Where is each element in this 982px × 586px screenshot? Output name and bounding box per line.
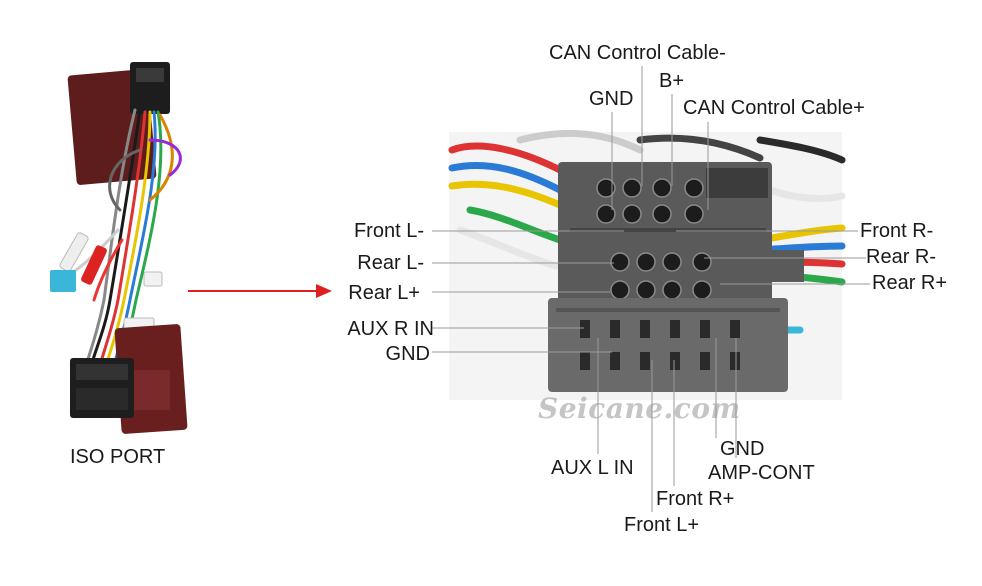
label-can-control-cable-minus: CAN Control Cable- [549, 42, 726, 64]
red-arrow [188, 284, 332, 298]
leader-lines [432, 66, 870, 512]
label-rear-l-plus: Rear L+ [348, 282, 420, 304]
harness-rca-white [59, 232, 89, 272]
lower-connector-housing [548, 298, 788, 392]
label-gnd-left: GND [385, 343, 430, 365]
lower-terminals [580, 320, 740, 370]
iso-harness-image [50, 62, 188, 434]
label-can-control-cable-plus: CAN Control Cable+ [683, 97, 865, 119]
label-gnd-top: GND [589, 88, 634, 110]
label-front-l-minus: Front L- [353, 220, 424, 242]
harness-caption: ISO PORT [70, 446, 166, 468]
label-rear-l-minus: Rear L- [357, 252, 424, 274]
label-front-r-minus: Front R- [860, 220, 934, 242]
label-aux-l-in: AUX L IN [551, 457, 634, 479]
connector-photo [448, 129, 846, 400]
label-b-plus: B+ [659, 70, 685, 92]
harness-wire-bundle [58, 108, 182, 374]
label-gnd-bottom: GND [720, 438, 765, 460]
watermark: Seicane.com [538, 392, 741, 425]
label-amp-cont: AMP-CONT [708, 462, 815, 484]
label-rear-r-plus: Rear R+ [872, 272, 948, 294]
label-front-l-plus: Front L+ [624, 514, 700, 536]
label-rear-r-minus: Rear R- [866, 246, 937, 268]
harness-blue-connector [50, 270, 76, 292]
harness-rca-red [81, 245, 107, 285]
label-front-r-plus: Front R+ [656, 488, 735, 510]
label-aux-r-in: AUX R IN [347, 318, 434, 340]
